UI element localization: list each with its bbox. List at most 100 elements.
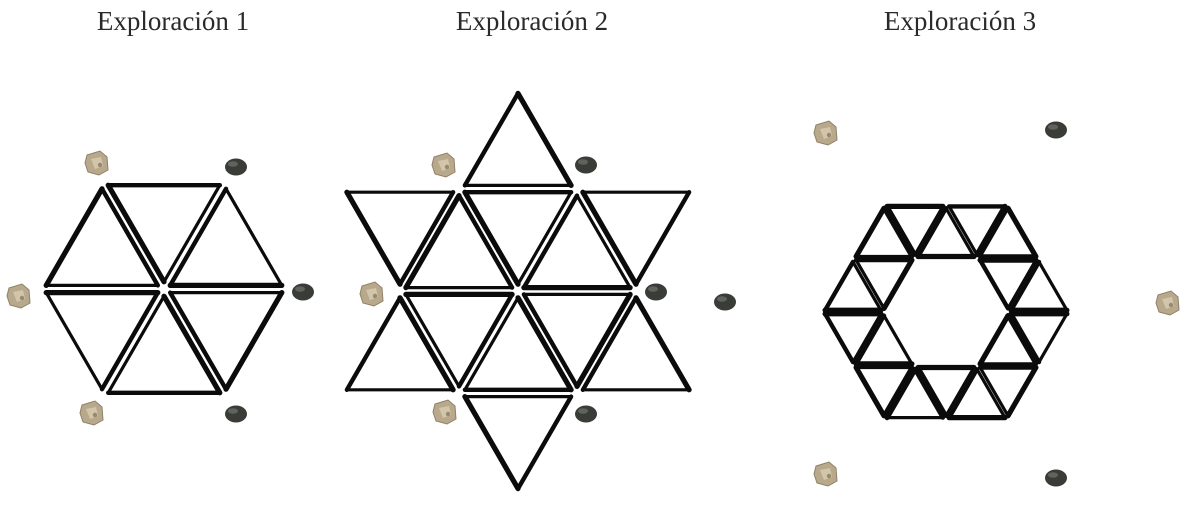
stick-triangle: [403, 291, 515, 389]
stick: [223, 290, 285, 392]
stick-triangle: [884, 203, 946, 257]
stick: [851, 260, 883, 312]
stick: [912, 367, 946, 420]
stick-triangle: [462, 394, 574, 492]
stick: [105, 182, 167, 285]
stick: [853, 205, 887, 260]
stick-triangle: [521, 193, 633, 291]
stick-triangle: [977, 205, 1039, 260]
stick-triangle: [853, 364, 915, 419]
stick-triangle: [167, 186, 285, 288]
stick: [884, 366, 918, 421]
dark-stone-icon: [225, 158, 247, 176]
light-stone-icon: [359, 281, 384, 307]
stick: [1037, 260, 1069, 312]
stick: [882, 314, 914, 366]
stick-triangle: [105, 182, 223, 285]
stick-triangle: [822, 259, 884, 313]
stick: [515, 90, 574, 188]
stick-triangle: [977, 313, 1039, 367]
dark-stone-icon: [292, 283, 314, 301]
stick: [944, 365, 976, 418]
stick: [403, 193, 462, 291]
dark-stone-icon: [575, 405, 597, 423]
stick: [1005, 364, 1039, 419]
light-stone-icon: [79, 400, 104, 426]
stick: [456, 193, 515, 290]
stick: [404, 292, 461, 388]
stick: [161, 293, 223, 396]
exploration-1-diagram: [6, 150, 314, 426]
stick: [515, 394, 574, 491]
stick: [881, 257, 915, 311]
panel-title-1: Exploración 1: [96, 6, 250, 36]
stick: [944, 206, 976, 259]
stick: [884, 204, 918, 257]
stick-triangle: [977, 257, 1039, 311]
panel-title-2: Exploración 2: [455, 6, 609, 36]
stick: [978, 206, 1010, 259]
stick: [574, 291, 633, 389]
stick: [167, 290, 229, 392]
stick: [881, 205, 915, 259]
stick-triangle: [884, 366, 946, 421]
stick: [43, 186, 105, 288]
stick: [44, 291, 104, 391]
light-stone-icon: [1155, 290, 1180, 316]
stick: [462, 189, 521, 287]
stick-triangle: [521, 291, 633, 389]
stick-triangle: [822, 311, 884, 365]
light-stone-icon: [432, 399, 457, 425]
light-stone-icon: [813, 120, 838, 146]
stick-triangle: [946, 203, 1008, 258]
stick: [1008, 311, 1042, 365]
stick: [1005, 313, 1039, 367]
stick: [633, 189, 692, 287]
stick-triangle: [344, 189, 456, 287]
stick-triangle: [853, 313, 915, 367]
stick-triangle: [977, 364, 1039, 419]
stick-triangle: [915, 364, 977, 418]
stick: [463, 296, 520, 392]
stick: [913, 204, 945, 257]
stick: [915, 205, 949, 259]
stick: [224, 187, 284, 287]
stick: [1008, 259, 1042, 313]
stick: [977, 257, 1011, 311]
stick: [633, 295, 692, 393]
stick: [99, 290, 161, 392]
dark-stone-icon: [225, 405, 247, 423]
dark-stone-icon: [714, 293, 736, 311]
stick: [162, 183, 222, 284]
dark-stone-icon: [645, 283, 667, 301]
stick: [978, 365, 1010, 418]
light-stone-icon: [6, 283, 31, 309]
panel-title-3: Exploración 3: [883, 6, 1037, 36]
light-stone-icon: [84, 150, 109, 176]
stick: [516, 190, 573, 286]
stick-triangle: [403, 193, 515, 291]
dark-stone-icon: [1045, 121, 1067, 139]
stick-triangle: [105, 293, 223, 396]
stick: [575, 194, 632, 290]
stick: [397, 295, 456, 393]
stick: [974, 203, 1008, 258]
stick-triangle: [580, 295, 692, 393]
stick: [462, 91, 521, 188]
stick-triangle: [344, 295, 456, 393]
stick: [915, 365, 949, 418]
stick: [462, 394, 521, 492]
dark-stone-icon: [575, 156, 597, 174]
stick-triangle: [462, 90, 574, 188]
stick: [99, 186, 161, 288]
stick-triangle: [1008, 259, 1070, 313]
stick: [977, 313, 1011, 367]
light-stone-icon: [431, 152, 456, 178]
stick-triangle: [915, 205, 977, 260]
stick: [397, 189, 456, 287]
stick: [580, 189, 639, 287]
stick-triangle: [462, 295, 574, 393]
stick: [851, 312, 883, 364]
stick-triangle: [946, 367, 1008, 421]
